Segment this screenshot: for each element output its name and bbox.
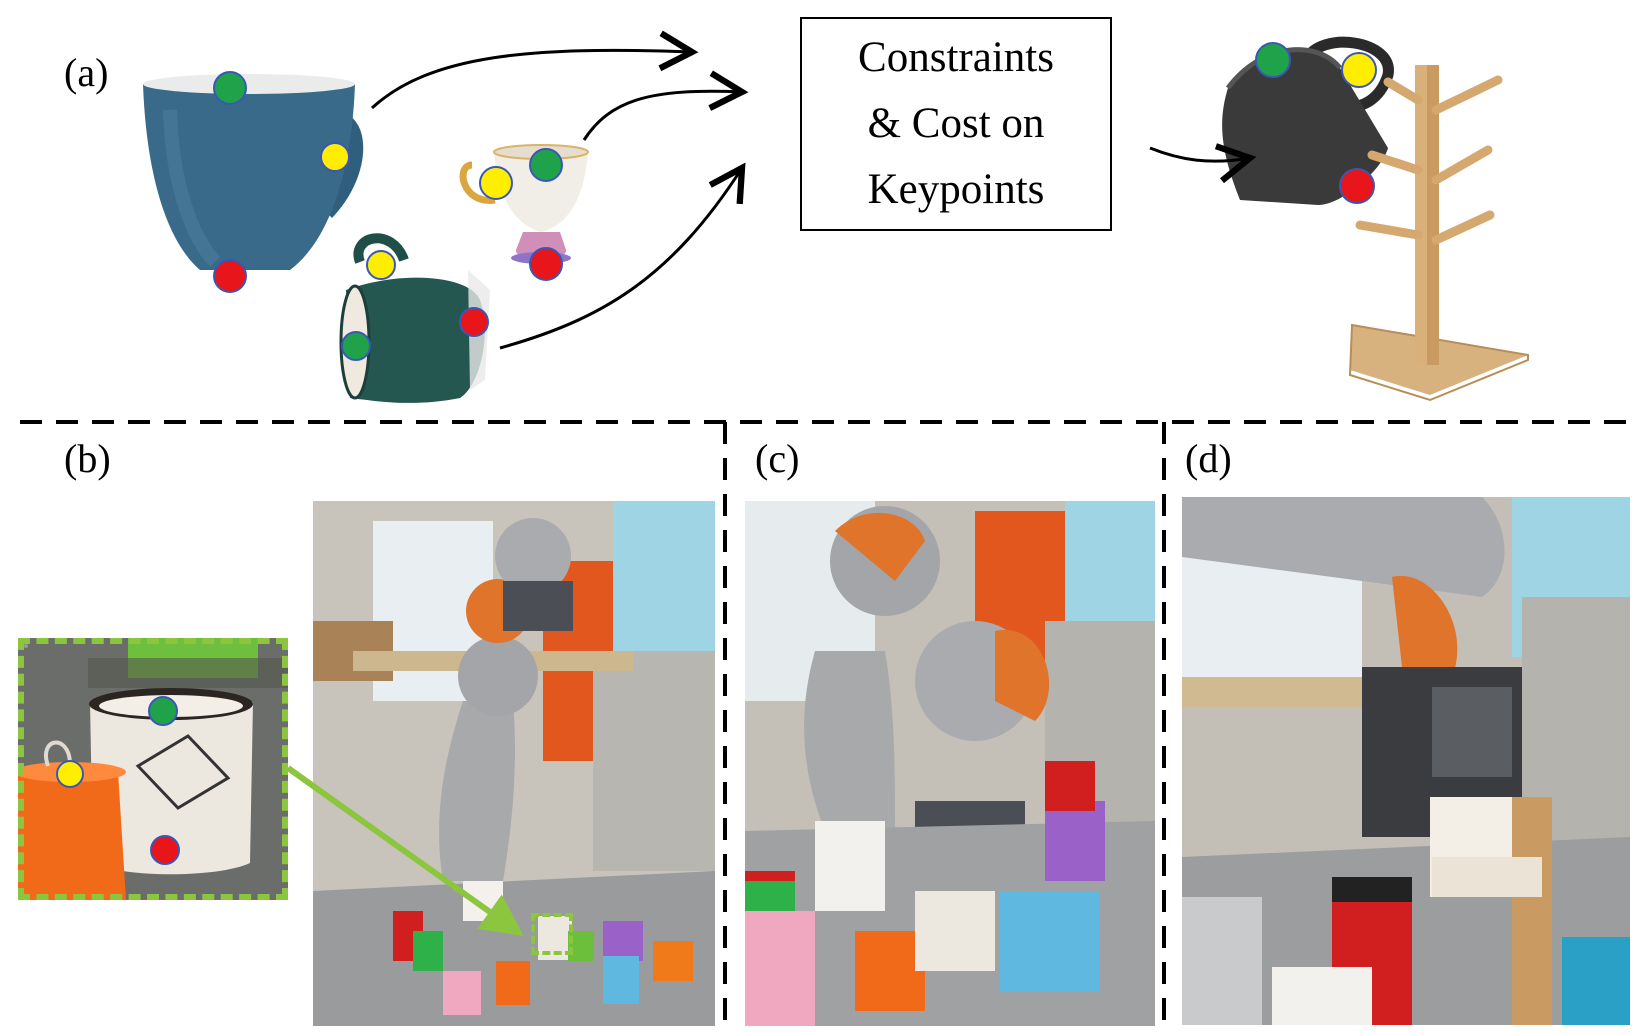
photo-panel-d [1182, 497, 1630, 1025]
inset-target-box [531, 913, 573, 955]
constraints-box-line-1: Constraints [858, 34, 1054, 81]
orange-mug-handle [44, 740, 72, 767]
panel-label-a: (a) [64, 50, 109, 95]
arrow-green-mug [499, 162, 746, 350]
panel-a-illustration [143, 30, 1529, 403]
green-mug-icon [339, 233, 490, 403]
panel-label-d: (d) [1185, 436, 1232, 481]
mug-rack-icon [1348, 65, 1529, 402]
blue-mug-icon [143, 74, 364, 270]
inset-border [18, 638, 288, 900]
panel-label-c: (c) [755, 436, 800, 481]
robot-arm-icon [439, 701, 515, 881]
keypoints-panel-a [213, 42, 1377, 361]
arrow-blue-mug [370, 30, 699, 110]
constraints-box-line-3: Keypoints [867, 166, 1045, 213]
arrow-teacup [582, 70, 749, 141]
photo-panel-c [745, 501, 1155, 1026]
arrow-to-rack [1149, 143, 1257, 184]
panel-label-b: (b) [64, 436, 111, 481]
robot-arm-icon [1182, 497, 1505, 597]
constraints-box-line-2: & Cost on [867, 100, 1045, 147]
black-mug-icon [1222, 36, 1394, 205]
constraints-box: Constraints & Cost on Keypoints [800, 17, 1112, 231]
white-mug-icon [90, 702, 253, 875]
robot-arm-icon [804, 651, 895, 831]
photo-panel-b [313, 501, 715, 1026]
